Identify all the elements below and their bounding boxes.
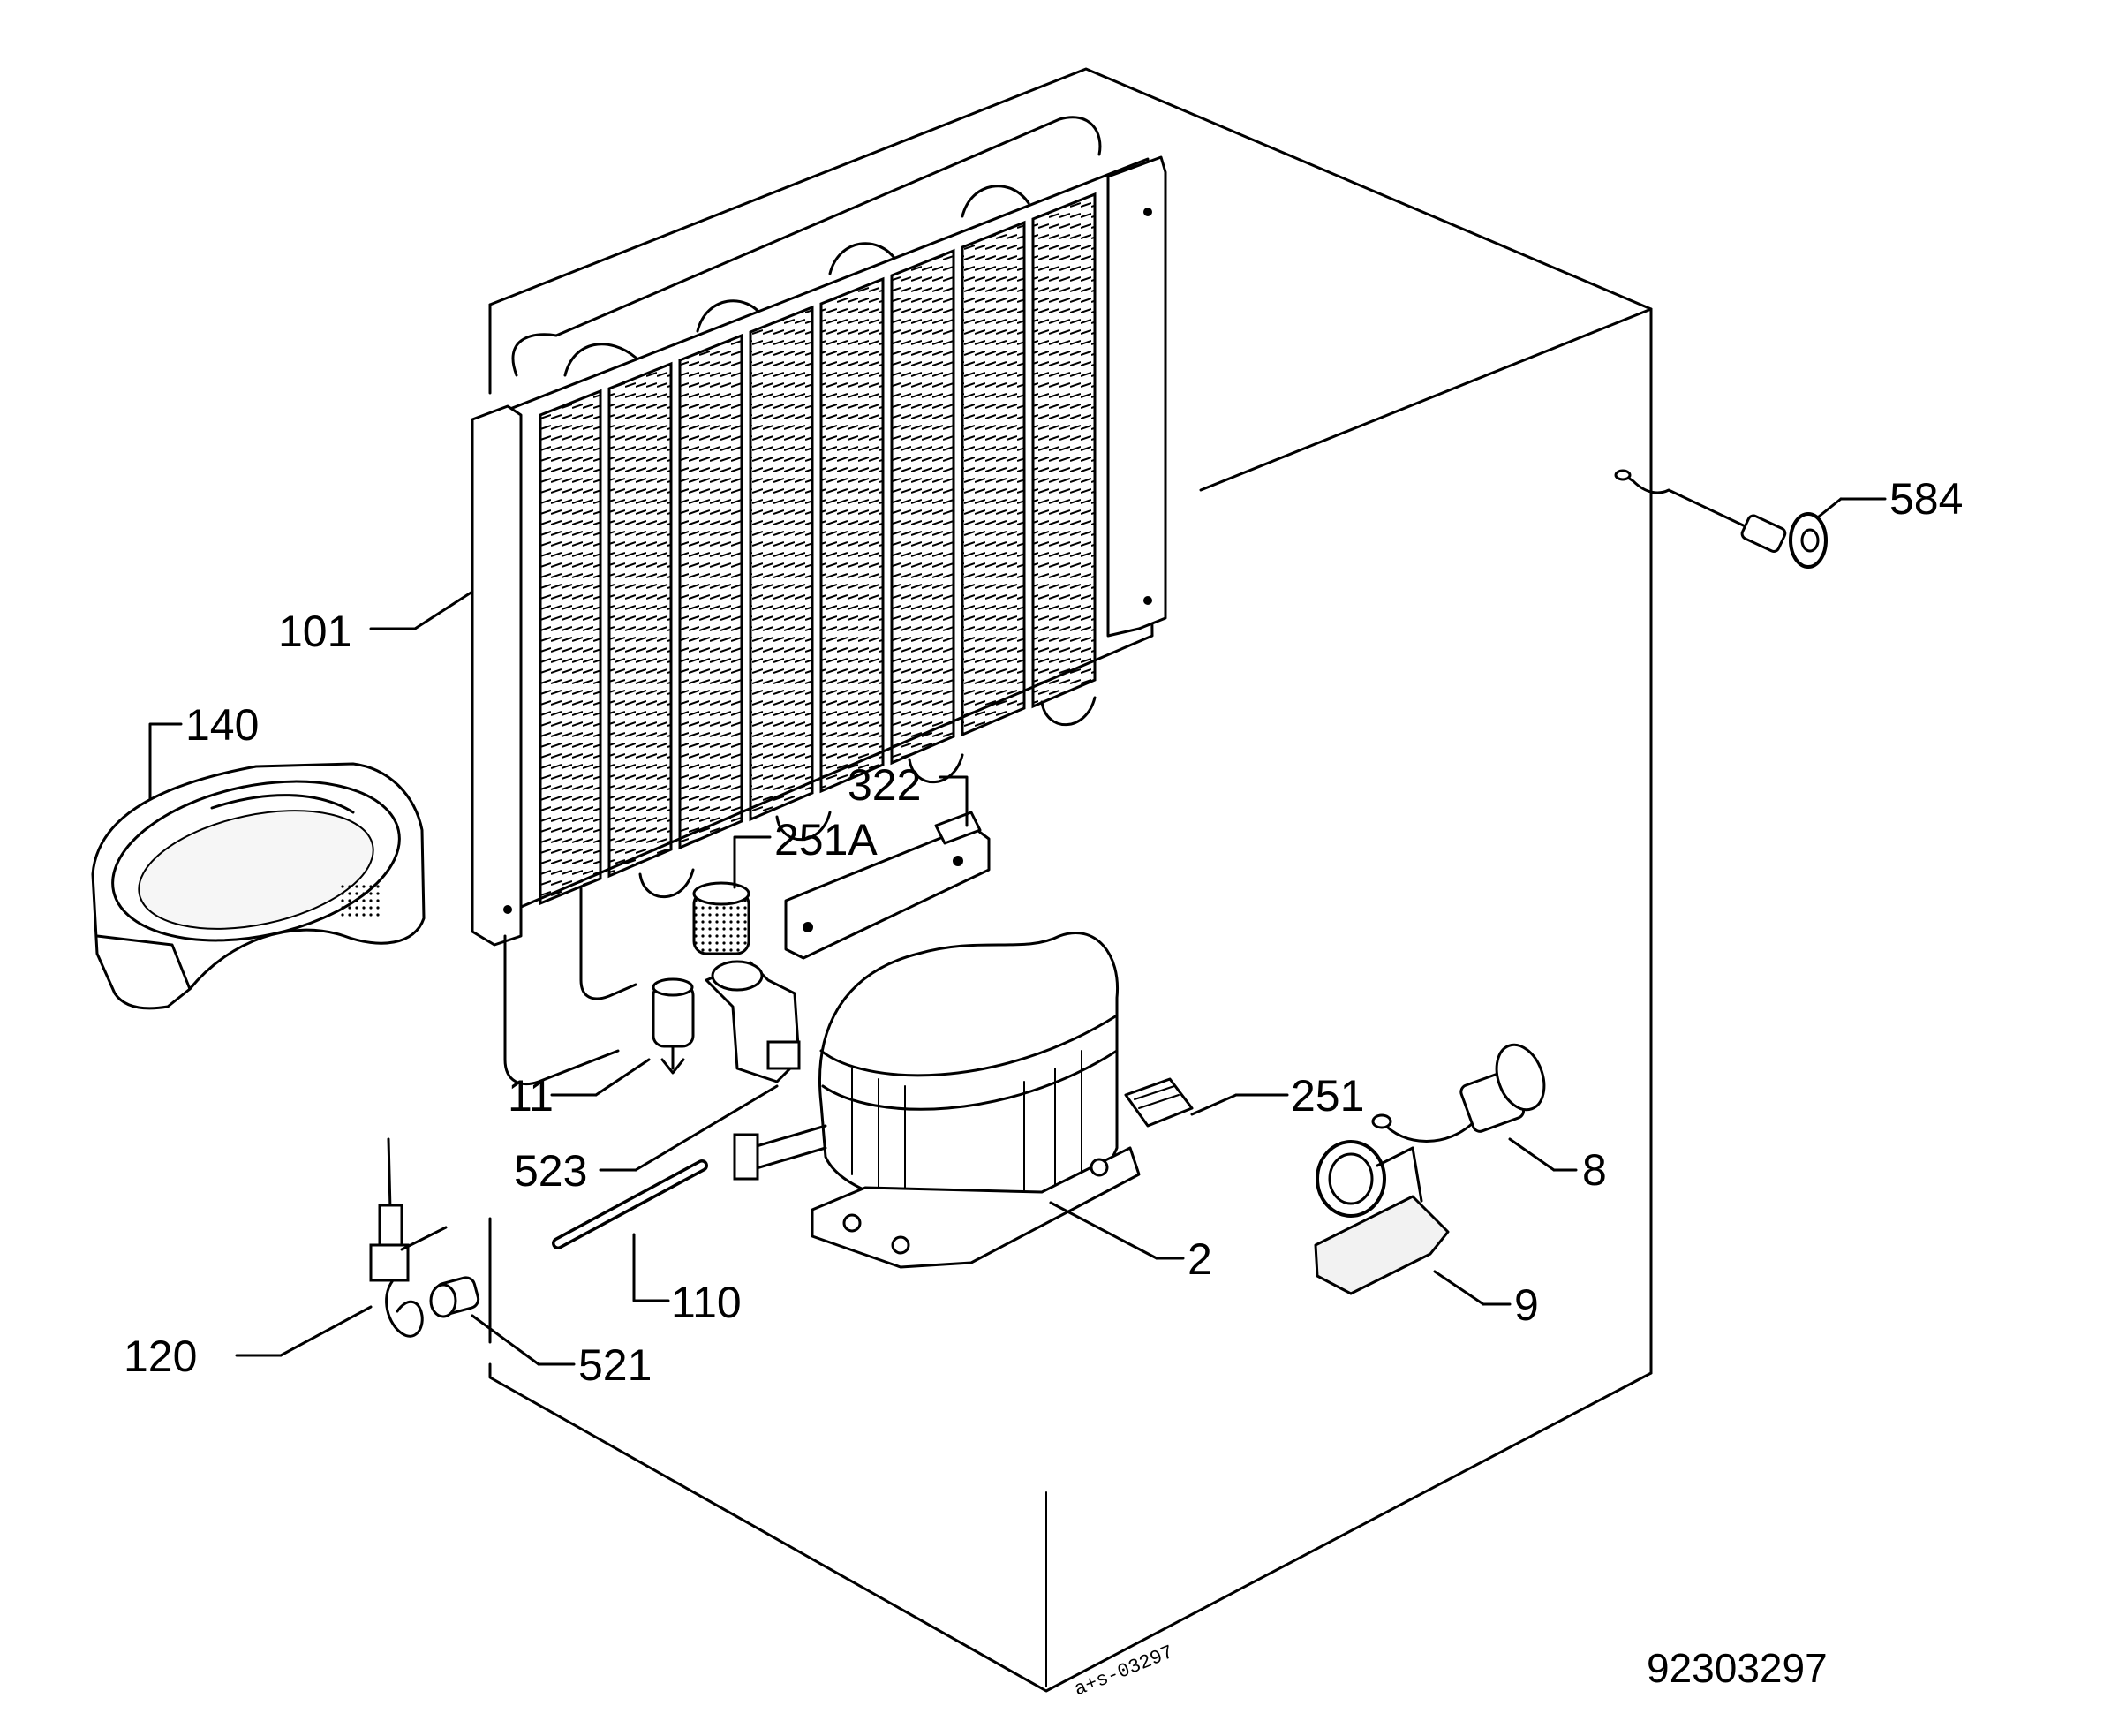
part-322-bracket <box>784 811 991 960</box>
part-9-clamp <box>1314 1140 1450 1295</box>
callout-120: 120 <box>124 1332 197 1381</box>
callout-8: 8 <box>1582 1145 1607 1195</box>
part-11-component <box>652 977 695 1075</box>
part-120-valve <box>369 1137 448 1338</box>
callout-101: 101 <box>278 607 351 656</box>
callout-322: 322 <box>848 760 921 810</box>
callout-521: 521 <box>578 1340 652 1390</box>
part-521-cap <box>429 1276 480 1318</box>
part-584-sensor <box>1614 469 1828 569</box>
condenser <box>471 116 1167 1086</box>
callout-140: 140 <box>185 700 259 750</box>
part-110-tube <box>552 1159 708 1249</box>
leader-lines <box>148 497 1887 1366</box>
callout-2: 2 <box>1188 1234 1212 1284</box>
callout-110: 110 <box>671 1278 742 1327</box>
part-251-terminal <box>1124 1077 1194 1128</box>
part-523-relay <box>705 960 801 1083</box>
callout-9: 9 <box>1514 1280 1539 1330</box>
callout-11: 11 <box>508 1071 554 1121</box>
part-251A-cylinder <box>692 881 750 955</box>
part-8-thermostat <box>1371 1043 1546 1143</box>
callout-251A: 251A <box>774 815 878 864</box>
diagram-code: 92303297 <box>1647 1645 1828 1691</box>
callout-251: 251 <box>1291 1071 1364 1121</box>
compressor <box>733 932 1141 1269</box>
callout-523: 523 <box>514 1146 587 1196</box>
cabinet-outline <box>488 67 1653 1693</box>
drip-tray <box>91 762 426 1010</box>
callout-584: 584 <box>1889 474 1963 524</box>
